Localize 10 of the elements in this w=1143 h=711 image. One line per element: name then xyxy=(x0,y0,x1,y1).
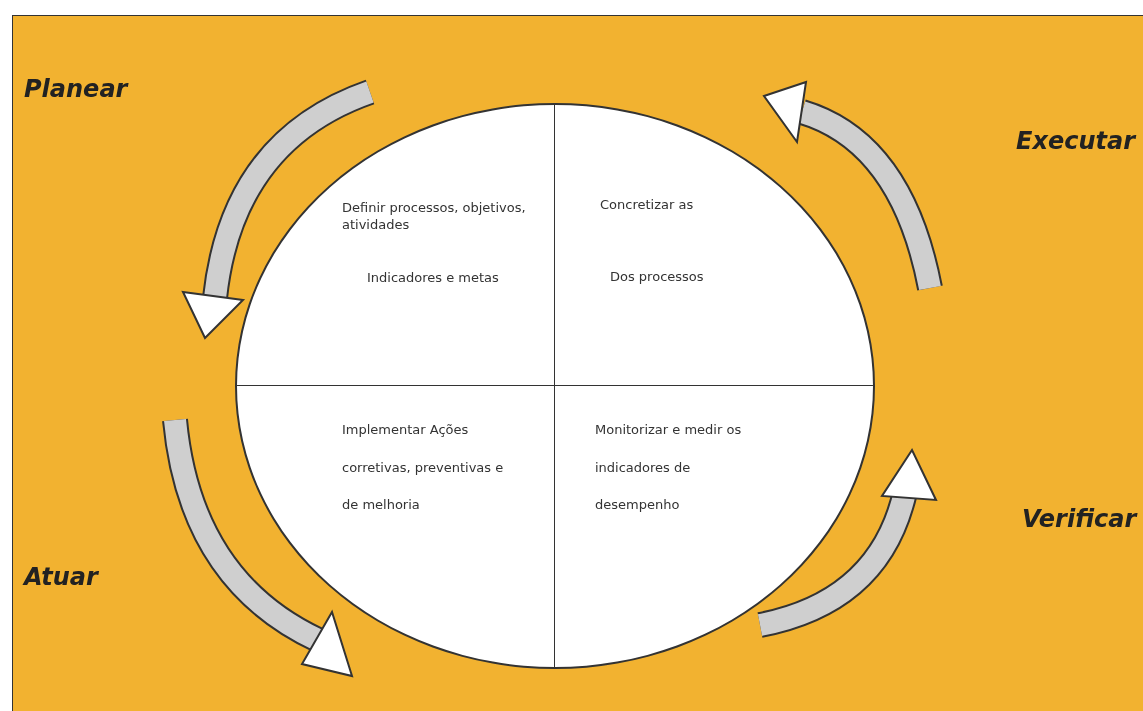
quadrant-text: Monitorizar e medir os indicadores de desempenho xyxy=(595,421,743,515)
quadrant-text: Definir processos, objetivos, atividades xyxy=(342,200,527,234)
phase-label: Atuar xyxy=(24,563,98,591)
phase-label: Planear xyxy=(24,75,128,103)
quadrant-text: Implementar Ações corretivas, preventivas e de melhoria xyxy=(342,421,505,515)
quadrant-text: Indicadores e metas xyxy=(367,270,500,287)
phase-label: Executar xyxy=(1016,127,1135,155)
phase-label: Verificar xyxy=(1022,505,1137,533)
quadrant-text: Concretizar as xyxy=(600,197,695,214)
quadrant-text: Dos processos xyxy=(610,269,705,286)
